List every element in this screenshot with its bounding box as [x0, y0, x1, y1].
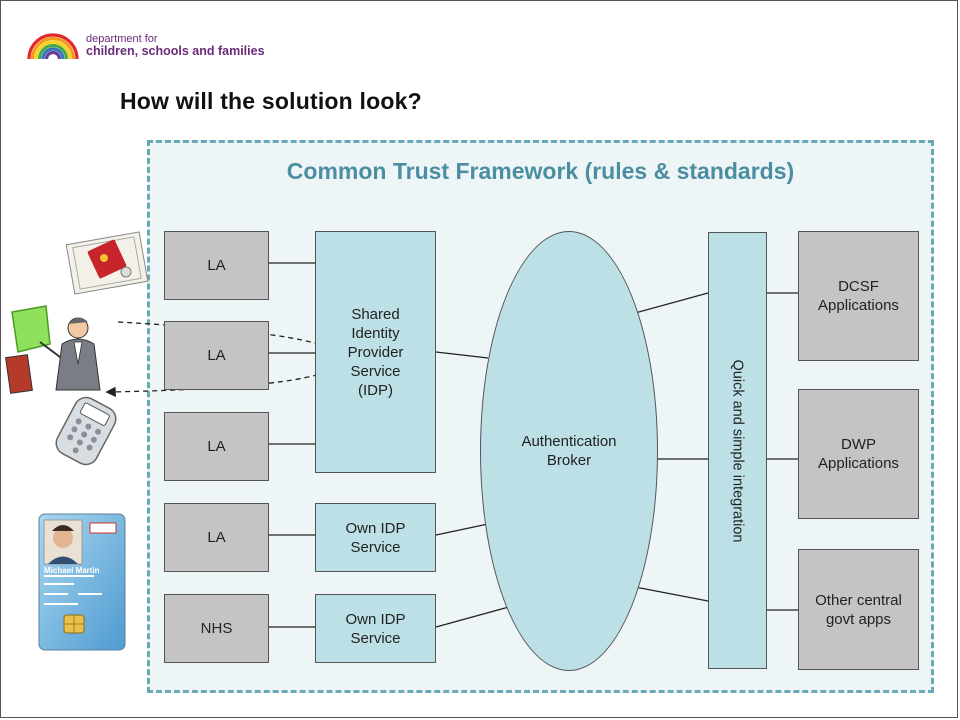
integration-bar	[708, 232, 767, 669]
dcsf-applications-box: DCSF Applications	[798, 231, 919, 361]
la-box: LA	[164, 503, 269, 572]
app-label: Other central govt apps	[815, 591, 902, 628]
la-box-label: LA	[207, 257, 226, 274]
own-idp-label: Own IDP Service	[345, 610, 406, 647]
app-label: DWP Applications	[818, 436, 899, 472]
integration-label-wrap: Quick and simple integration	[708, 232, 767, 669]
connector-line	[634, 586, 709, 602]
connector-line	[435, 351, 489, 359]
la-box: LA	[164, 412, 269, 481]
other-govt-apps-box: Other central govt apps	[798, 549, 919, 670]
la-box: LA	[164, 321, 269, 390]
logo-line-1: department for	[86, 33, 158, 45]
app-label: DCSF Applications	[818, 278, 899, 314]
connector-line	[435, 523, 489, 536]
la-box-label: LA	[207, 438, 226, 455]
presenter-person-icon	[5, 305, 101, 394]
authentication-broker-label: Authentication Broker	[521, 433, 617, 469]
la-box-label: LA	[207, 529, 226, 546]
authentication-broker-ellipse: Authentication Broker	[480, 231, 658, 671]
connector-line	[634, 292, 709, 314]
la-box-label: LA	[207, 347, 226, 364]
logo-line-2: children, schools and families	[86, 44, 265, 58]
integration-label: Quick and simple integration	[729, 359, 746, 542]
slide-title: How will the solution look?	[120, 88, 422, 114]
dept-logo-text: department for children, schools and fam…	[86, 33, 265, 57]
calculator-token-icon	[55, 396, 117, 466]
framework-title: Common Trust Framework (rules & standard…	[286, 158, 795, 184]
own-idp-box: Own IDP Service	[315, 594, 436, 663]
own-idp-box: Own IDP Service	[315, 503, 436, 572]
dwp-applications-box: DWP Applications	[798, 389, 919, 519]
connector-line	[435, 604, 517, 628]
nhs-box-label: NHS	[200, 620, 233, 637]
shared-idp-label: Shared Identity Provider Service (IDP)	[347, 305, 404, 399]
own-idp-label: Own IDP Service	[345, 519, 406, 556]
id-card-name: Michael Martin	[44, 566, 100, 575]
certificate-icon	[65, 231, 149, 295]
id-card-icon	[38, 513, 126, 651]
nhs-box: NHS	[164, 594, 269, 663]
shared-idp-box: Shared Identity Provider Service (IDP)	[315, 231, 436, 473]
la-box: LA	[164, 231, 269, 300]
rainbow-logo-icon	[27, 33, 79, 60]
